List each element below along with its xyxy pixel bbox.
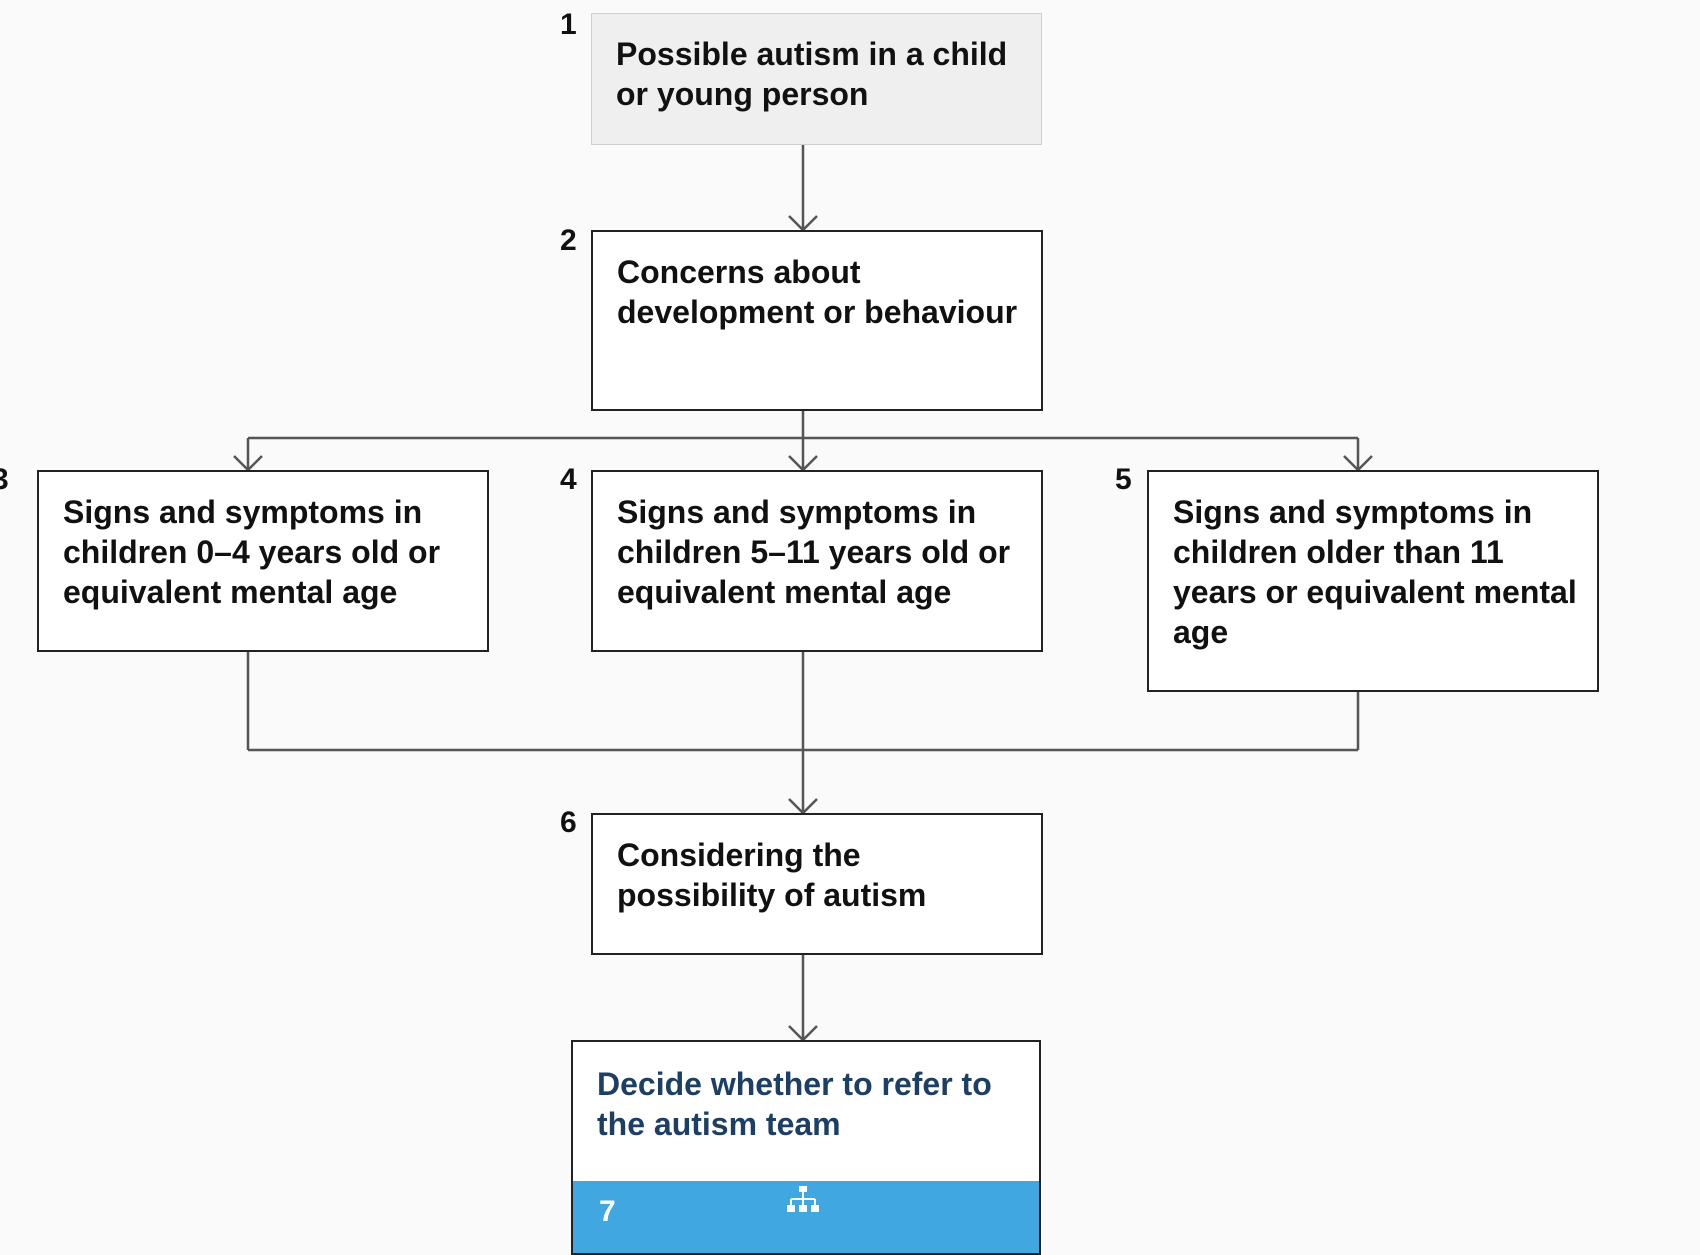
step-number-1: 1 xyxy=(560,8,577,41)
node-label: Considering the possibility of autism xyxy=(617,837,927,913)
step-number-4: 4 xyxy=(560,463,577,496)
node-label: Signs and symptoms in children older tha… xyxy=(1173,494,1577,650)
node-signs-5-11[interactable]: Signs and symptoms in children 5–11 year… xyxy=(591,470,1043,652)
step-number-2: 2 xyxy=(560,224,577,257)
hierarchy-icon[interactable] xyxy=(786,1185,820,1217)
node-considering-autism[interactable]: Considering the possibility of autism xyxy=(591,813,1043,955)
node-label: Signs and symptoms in children 0–4 years… xyxy=(63,494,441,610)
step-number-3: 3 xyxy=(0,463,9,496)
node-concerns[interactable]: Concerns about development or behaviour xyxy=(591,230,1043,411)
node-label: Possible autism in a child or young pers… xyxy=(616,36,1008,112)
node-possible-autism[interactable]: Possible autism in a child or young pers… xyxy=(591,13,1042,145)
node-decide-refer[interactable]: Decide whether to refer to the autism te… xyxy=(571,1040,1041,1255)
step-number-6: 6 xyxy=(560,806,577,839)
node-label: Signs and symptoms in children 5–11 year… xyxy=(617,494,1011,610)
final-step-bar: 7 xyxy=(573,1181,1039,1253)
node-signs-over-11[interactable]: Signs and symptoms in children older tha… xyxy=(1147,470,1599,692)
node-signs-0-4[interactable]: Signs and symptoms in children 0–4 years… xyxy=(37,470,489,652)
node-label: Concerns about development or behaviour xyxy=(617,254,1018,330)
step-number-7: 7 xyxy=(599,1195,616,1228)
node-label: Decide whether to refer to the autism te… xyxy=(597,1066,992,1142)
step-number-5: 5 xyxy=(1115,463,1132,496)
